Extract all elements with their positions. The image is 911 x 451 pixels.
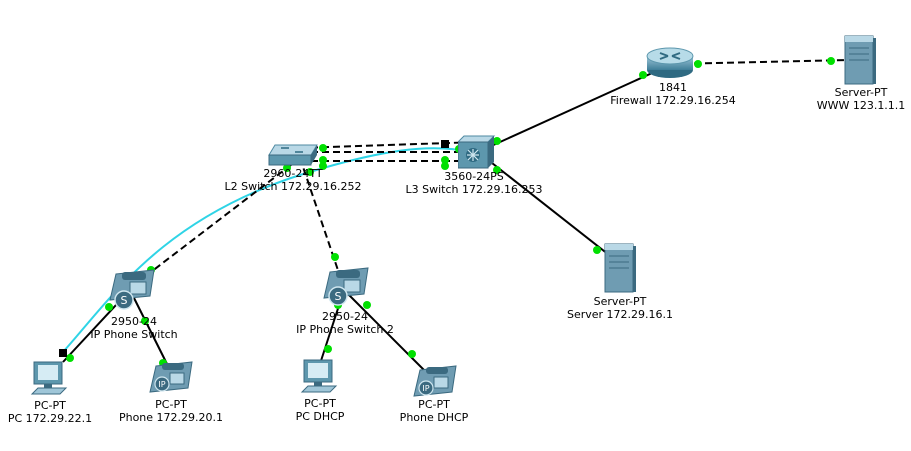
device-name: Firewall 172.29.16.254 (610, 94, 736, 107)
device-model: 2950-24 (322, 310, 368, 323)
link-l2sw-ipsw2[interactable] (299, 157, 345, 289)
link-status-light-down (59, 349, 67, 357)
router-device[interactable] (645, 44, 695, 80)
link-status-light-down (441, 140, 449, 148)
pc-icon (300, 359, 338, 393)
link-l2sw-ipsw1[interactable] (129, 157, 301, 289)
device-name: WWW 123.1.1.1 (816, 99, 906, 112)
device-model: Server-PT (834, 86, 888, 99)
device-model: PC-PT (34, 399, 66, 412)
ip-phone-switch-2-device[interactable]: S (320, 266, 372, 310)
link-status-light-up (827, 57, 835, 65)
l2-switch-device[interactable] (267, 143, 319, 167)
device-model: 1841 (658, 81, 687, 94)
device-name: L2 Switch 172.29.16.252 (224, 180, 362, 193)
link-status-light-up (319, 156, 327, 164)
ip-phone-icon: IP (149, 361, 193, 393)
ip-phone-switch-device[interactable]: S (106, 268, 158, 312)
link-status-light-up (141, 317, 149, 325)
server-icon (844, 35, 876, 85)
device-model: PC-PT (418, 398, 450, 411)
ip-phone-switch-icon: S (323, 267, 369, 306)
link-router-www[interactable] (671, 59, 851, 65)
device-name: PC 172.29.22.1 (7, 412, 93, 425)
svg-text:IP: IP (158, 380, 165, 389)
link-ipsw2-phone2[interactable] (343, 289, 433, 379)
device-model: PC-PT (304, 397, 336, 410)
device-model: PC-PT (155, 398, 187, 411)
device-name: Phone DHCP (399, 411, 469, 424)
phone-2-device[interactable]: IP (412, 362, 458, 398)
switch-icon (268, 144, 318, 166)
link-status-light-up (324, 345, 332, 353)
link-status-light-up (331, 253, 339, 261)
link-status-light-up (283, 164, 291, 172)
pc-icon (30, 361, 68, 395)
link-status-light-up (493, 166, 501, 174)
link-ipsw1-phone1[interactable] (129, 289, 171, 371)
link-status-light-up (639, 71, 647, 79)
multilayer-switch-icon (456, 135, 496, 169)
svg-text:S: S (121, 294, 128, 307)
link-status-light-up (408, 350, 416, 358)
device-model: 2960-24TT (263, 167, 323, 180)
ip-phone-icon: IP (413, 365, 457, 397)
link-status-light-up (66, 354, 74, 362)
www-server-device[interactable] (843, 34, 877, 86)
phone-1-device[interactable]: IP (148, 358, 194, 394)
device-model: 2950-24 (111, 315, 157, 328)
link-console-pc1-l3sw[interactable] (62, 147, 471, 353)
link-status-light-up (694, 60, 702, 68)
device-name: L3 Switch 172.29.16.253 (405, 183, 543, 196)
server-icon (604, 243, 636, 293)
link-status-light-up (441, 156, 449, 164)
link-l3sw-router[interactable] (477, 63, 673, 153)
link-status-light-up (441, 162, 449, 170)
pc-2-device[interactable] (300, 358, 340, 394)
l3-switch-device[interactable] (456, 134, 498, 170)
link-status-light-up (363, 301, 371, 309)
device-model: 3560-24PS (444, 170, 504, 183)
device-name: IP Phone Switch 2 (296, 323, 394, 336)
link-status-light-up (105, 303, 113, 311)
device-name: Server 172.29.16.1 (566, 308, 674, 321)
device-name: Phone 172.29.20.1 (118, 411, 224, 424)
device-name: PC DHCP (295, 410, 345, 423)
server-device[interactable] (603, 242, 637, 294)
link-status-light-up (319, 144, 327, 152)
svg-text:IP: IP (422, 384, 429, 393)
svg-text:S: S (335, 290, 342, 303)
device-model: Server-PT (593, 295, 647, 308)
link-status-light-up (493, 137, 501, 145)
link-status-light-up (319, 162, 327, 170)
link-status-light-up (593, 246, 601, 254)
link-l3sw-server[interactable] (477, 151, 619, 263)
ip-phone-switch-icon: S (109, 269, 155, 310)
device-name: IP Phone Switch (90, 328, 178, 341)
router-icon (646, 47, 694, 78)
link-status-light-up (306, 168, 314, 176)
pc-1-device[interactable] (30, 360, 70, 396)
